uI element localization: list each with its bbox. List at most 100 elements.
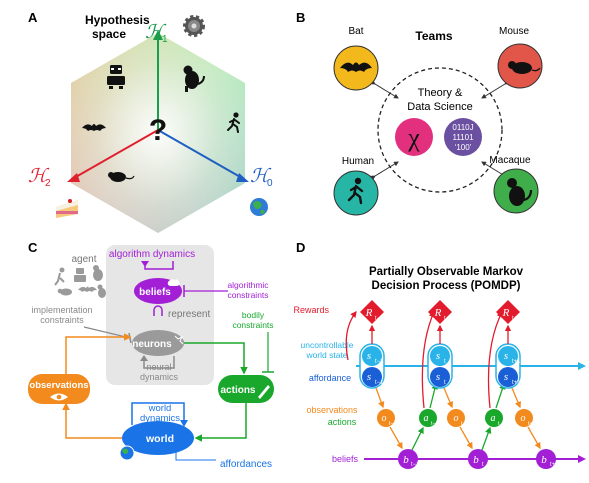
axis-h1-subscript: 1 [162, 34, 168, 45]
axis-h1-label: ℋ [145, 22, 167, 43]
world-dynamics-loop [131, 402, 185, 425]
observations-row-label: observations [306, 405, 358, 415]
agent-icons [54, 265, 106, 298]
bat-icon [340, 62, 372, 72]
observations-node [28, 374, 90, 404]
actions-label: actions [220, 385, 255, 396]
panel-b-letter: B [296, 10, 305, 25]
mouse-icon [108, 172, 135, 182]
affordance-state-node [362, 367, 382, 387]
affordance-state-subscript: t+1 [512, 380, 521, 386]
observation-to-belief-edge [389, 426, 403, 450]
implementation-constraint-line [83, 326, 131, 339]
algorithmic-constraints-line-2: constraints [227, 290, 268, 300]
pomdp-title-1: Partially Observable Markov [369, 266, 524, 278]
world-state-symbol: s [367, 350, 371, 362]
robot-icon [107, 65, 125, 89]
reward-subscript: t [444, 316, 446, 322]
axis-h2-arrowhead [67, 173, 80, 182]
macaque-team-node: Macaque [489, 155, 539, 214]
axis-h0-subscript: 0 [267, 178, 273, 189]
axis-h2-label: ℋ [28, 166, 50, 187]
belief-symbol: b [403, 454, 409, 466]
pomdp-title-2: Decision Process (POMDP) [372, 280, 521, 292]
observations-label: observations [29, 380, 88, 391]
actions-row-label: actions [328, 417, 357, 427]
observations-to-neurons-edge [65, 333, 132, 385]
neuron-icon [174, 335, 184, 345]
affordance-state-node [430, 367, 450, 387]
action-symbol-prev: a [424, 413, 429, 424]
beliefs-row-label: beliefs [332, 454, 359, 464]
represent-label: represent [168, 309, 210, 320]
observation-subscript: t [461, 421, 463, 427]
running-person-icon [227, 112, 240, 133]
belief-to-action-edge [411, 426, 424, 451]
affordance-state-node [498, 367, 518, 387]
belief-node [468, 449, 488, 469]
reward-subscript: t−1 [375, 316, 384, 322]
reward-symbol: R [502, 307, 510, 319]
reward-node [496, 300, 520, 324]
neural-dynamics-line-2: dynamics [140, 372, 179, 382]
belief-node [398, 449, 418, 469]
bodily-constraints-line-2: constraints [232, 320, 273, 330]
world-state-subscript: t−1 [375, 359, 384, 365]
world-state-symbol: s [436, 350, 440, 362]
observation-to-belief-edge [527, 426, 541, 450]
affordances-leader [175, 452, 216, 461]
axis-h0-arrowhead [236, 173, 249, 182]
belief-subscript: t [482, 462, 484, 468]
algorithm-dynamics-arrowhead [141, 261, 149, 267]
action-to-reward-edge [421, 310, 435, 409]
bat-team-node: Bat [333, 26, 379, 91]
time-slice-prev: s s t−1 t−1 R t−1 o t−1 b t−1 [359, 300, 420, 469]
bat-team-label: Bat [348, 26, 363, 37]
observation-symbol: o [454, 413, 459, 424]
gear-icon [183, 15, 205, 37]
mouse-icon [512, 62, 532, 74]
panel-c-letter: C [28, 240, 38, 255]
reward-subscript: t+1 [512, 316, 521, 322]
implementation-constraints-line-2: constraints [40, 315, 84, 325]
axis-h0-label: ℋ [250, 166, 272, 187]
world-label: world [145, 433, 174, 445]
belief-flow-arrowhead [578, 455, 586, 463]
action-symbol: a [491, 413, 496, 424]
observation-node [447, 409, 465, 427]
belief-subscript: t−1 [411, 462, 420, 468]
binary-line-3: ‘100’ [455, 143, 472, 152]
implementation-constraints-line-1: implementation [31, 305, 92, 315]
affordance-state-symbol: s [436, 371, 440, 383]
belief-symbol: b [473, 454, 479, 466]
agent-label: agent [71, 254, 96, 265]
teams-title: Teams [415, 29, 452, 43]
agent-box [106, 245, 214, 385]
world-state-node [362, 346, 382, 366]
world-state-node [498, 346, 518, 366]
axis-h1-arrowhead [153, 30, 163, 40]
algorithm-dynamics-label: algorithm dynamics [109, 249, 195, 260]
panel-d: D Partially Observable Markov Decision P… [293, 240, 586, 469]
monkey-icon [183, 65, 205, 92]
state-to-observation-edge [443, 387, 453, 409]
affordance-state-subscript: t [444, 380, 446, 386]
macaque-connector [481, 161, 510, 181]
action-subscript: t [498, 421, 500, 427]
observation-node [515, 409, 533, 427]
world-state-subscript: t [444, 359, 446, 365]
bat-icon [82, 124, 106, 131]
panel-a-letter: A [28, 10, 38, 25]
cake-icon [56, 199, 78, 218]
beliefs-label: beliefs [139, 287, 171, 298]
neurons-label: neurons [132, 339, 172, 350]
panel-a: A Hypothesis space ℋ 1 ℋ 2 ℋ 0 [28, 10, 273, 233]
hypothesis-space-title-1: Hypothesis [85, 13, 150, 27]
action-node [485, 409, 503, 427]
action-to-reward-edge [487, 310, 503, 409]
human-team-node: Human [333, 156, 379, 216]
bodily-constraints-line-1: bodily [242, 310, 265, 320]
running-person-icon [347, 177, 364, 205]
reward-symbol: R [434, 307, 442, 319]
theory-circle [377, 67, 503, 193]
